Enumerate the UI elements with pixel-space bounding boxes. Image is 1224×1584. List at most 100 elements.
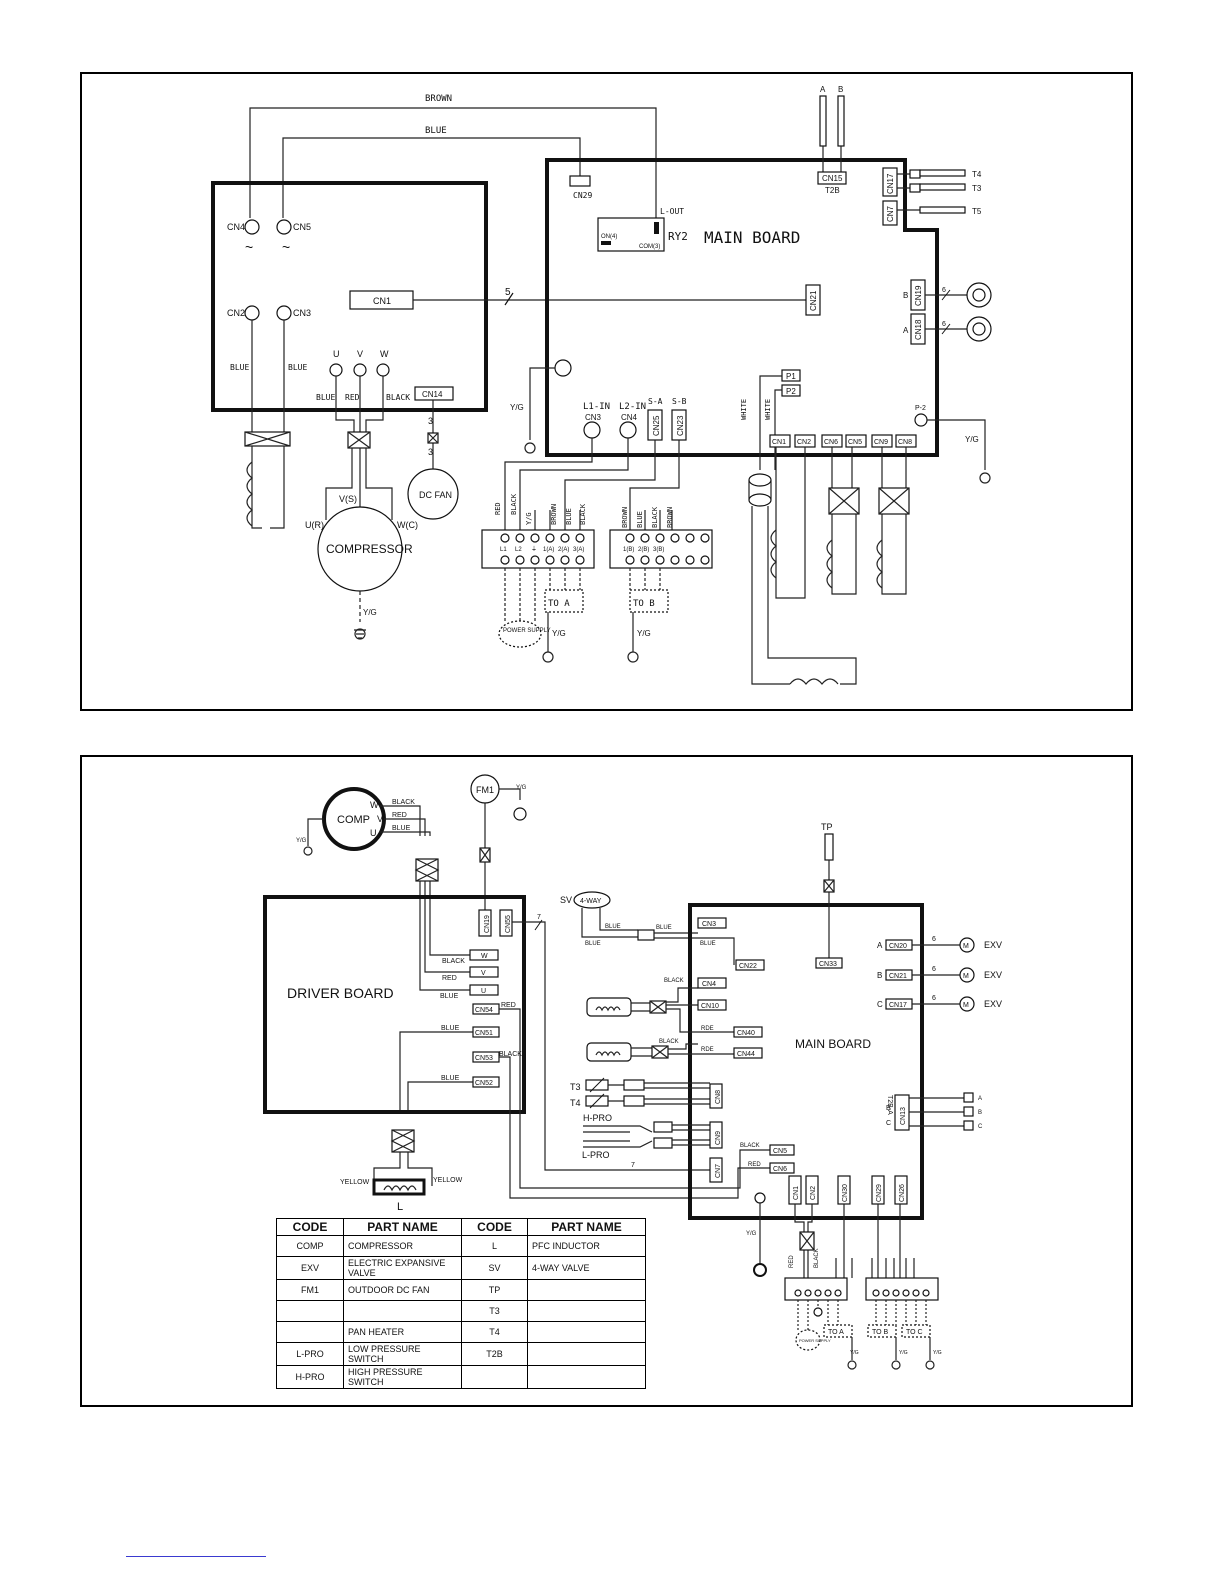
tb1-term-l2: L2: [515, 547, 522, 553]
fm1-label: FM1: [476, 785, 494, 795]
tb2-wire-brown: BROWN: [621, 507, 629, 528]
m2-red-wire: RED: [789, 1255, 795, 1268]
pfc-l-label: L: [397, 1201, 403, 1213]
m2-yg: Y/G: [746, 1231, 757, 1237]
table-cell: FM1: [276, 1279, 344, 1301]
comp-label: COMP: [337, 814, 370, 826]
tilde-1: ~: [245, 239, 253, 255]
wire-label-blue: BLUE: [425, 126, 447, 136]
wire-blue-right: BLUE: [288, 363, 307, 372]
m2-cn9-box: [709, 1121, 723, 1149]
m2-cn5-wire: BLACK: [740, 1143, 760, 1149]
pfc-yellow-right: YELLOW: [433, 1177, 463, 1184]
d2-cn51-wire: BLUE: [441, 1025, 460, 1032]
l-pro-label: L-PRO: [582, 1150, 610, 1160]
comp-wire-black: BLACK: [392, 799, 415, 806]
table-cell: SV: [461, 1256, 528, 1280]
compressor-vs-label: V(S): [339, 494, 357, 504]
m2-cn9-label: CN9: [715, 1131, 722, 1145]
main-board-title: MAIN BOARD: [704, 228, 800, 247]
d2-cn19-box: [478, 909, 492, 937]
tb1-term-l1: L1: [500, 547, 507, 553]
comp-connector: [415, 858, 439, 882]
m2-rde-1: RDE: [701, 1026, 714, 1032]
m2-cn3-label: CN3: [702, 921, 716, 928]
tb2-term-3b: 3(B): [653, 547, 664, 553]
d2-u-box: [469, 984, 499, 996]
m2-power-supply: [795, 1329, 821, 1351]
wire-u-blue: BLUE: [316, 393, 335, 402]
main-bottom-cn6: CN6: [824, 439, 838, 446]
comp-w: W: [370, 800, 379, 810]
footer-link-underline: [126, 1556, 266, 1557]
m2-cn8-label: CN8: [715, 1090, 722, 1104]
m2-cn7-box: [709, 1157, 723, 1183]
m2-cn5-box: [769, 1144, 795, 1156]
tp-sensor: [824, 833, 834, 861]
m2-cn33-box: [815, 957, 843, 969]
m2-bottom-cn2-label: CN2: [810, 1186, 817, 1200]
s-a-label: S-A: [648, 397, 663, 406]
table-cell: HIGH PRESSURE SWITCH: [343, 1365, 462, 1389]
table-cell: OUTDOOR DC FAN: [343, 1279, 462, 1301]
table-cell: [276, 1300, 344, 1322]
fm1-yg: Y/G: [516, 785, 527, 791]
m2-cn6-wire: RED: [748, 1162, 761, 1168]
sv-label: SV: [560, 895, 572, 905]
wire-v-red: RED: [345, 393, 360, 402]
l1-in-terminal: [583, 421, 601, 439]
to-a-box-1: [544, 589, 584, 613]
header-code-2: CODE: [461, 1218, 528, 1236]
m2-power-supply-label: POWER SUPPLY: [799, 1338, 831, 1343]
fan-wire-count-bottom: 3: [428, 447, 433, 457]
compressor-yg: Y/G: [363, 608, 377, 617]
m2-bottom-cn1-label: CN1: [793, 1186, 800, 1200]
t3-label: T3: [972, 184, 982, 193]
m2-cn21-label: CN21: [889, 973, 907, 980]
d2-v-wire: RED: [442, 975, 457, 982]
m2-terminal-block-2: [865, 1277, 939, 1301]
t2b-b: B: [886, 1105, 891, 1112]
tb2-term-2b: 2(B): [638, 547, 649, 553]
t2b-sensor-c: C: [978, 1124, 983, 1130]
connector-cn3-terminal: [276, 305, 292, 321]
tb1-wire-black2: BLACK: [579, 503, 587, 525]
tb1-term-1a: 1(A): [543, 547, 554, 553]
main-board-box-2: [688, 903, 924, 1220]
t3-sensor-label: T3: [570, 1082, 581, 1092]
m2-cn44-label: CN44: [737, 1051, 755, 1058]
sv-connector: [637, 929, 655, 941]
compressor-label: COMPRESSOR: [326, 542, 413, 556]
d2-cn55-box: [499, 909, 513, 937]
m2-cn5-label: CN5: [773, 1148, 787, 1155]
tb2-wire-blue: BLUE: [636, 511, 644, 528]
tb1-wire-red: RED: [494, 502, 502, 515]
sv-wire-blue-2: BLUE: [585, 941, 601, 947]
table-cell: H-PRO: [276, 1365, 344, 1389]
main-bottom-cn1: CN1: [772, 439, 786, 446]
compressor-wc-label: W(C): [397, 520, 418, 530]
driver-board-box: [211, 181, 488, 412]
connector-cn4-terminal: [244, 219, 260, 235]
table-cell: LOW PRESSURE SWITCH: [343, 1342, 462, 1366]
d2-u-label: U: [481, 988, 486, 995]
wiring-diagram-top: BROWN BLUE CN4 CN5 ~ ~ CN1 5 CN2 CN3 BLU…: [80, 72, 1133, 711]
t4-sensor-label: T4: [570, 1098, 581, 1108]
wire-w-black: BLACK: [386, 393, 410, 402]
table-row: T3: [276, 1300, 646, 1322]
header-part-name-2: PART NAME: [527, 1218, 646, 1236]
d2-cn54-label: CN54: [475, 1007, 493, 1014]
m2-tb2-screws: [872, 1289, 930, 1297]
terminal-block-2-screws: [625, 533, 710, 565]
p2-ground-terminal: [914, 413, 928, 427]
cn18-label: CN18: [914, 319, 923, 340]
sv-wire-blue-1: BLUE: [605, 924, 621, 930]
exv-label-a: EXV: [984, 940, 1002, 950]
diagram-bottom-svg: COMP W V U BLACK RED BLUE Y/G FM1 Y/G DR…: [263, 774, 1002, 1370]
m2-cn40-label: CN40: [737, 1030, 755, 1037]
m2-to-a-box: [823, 1324, 853, 1338]
driver-cn4-label: CN4: [227, 222, 245, 232]
